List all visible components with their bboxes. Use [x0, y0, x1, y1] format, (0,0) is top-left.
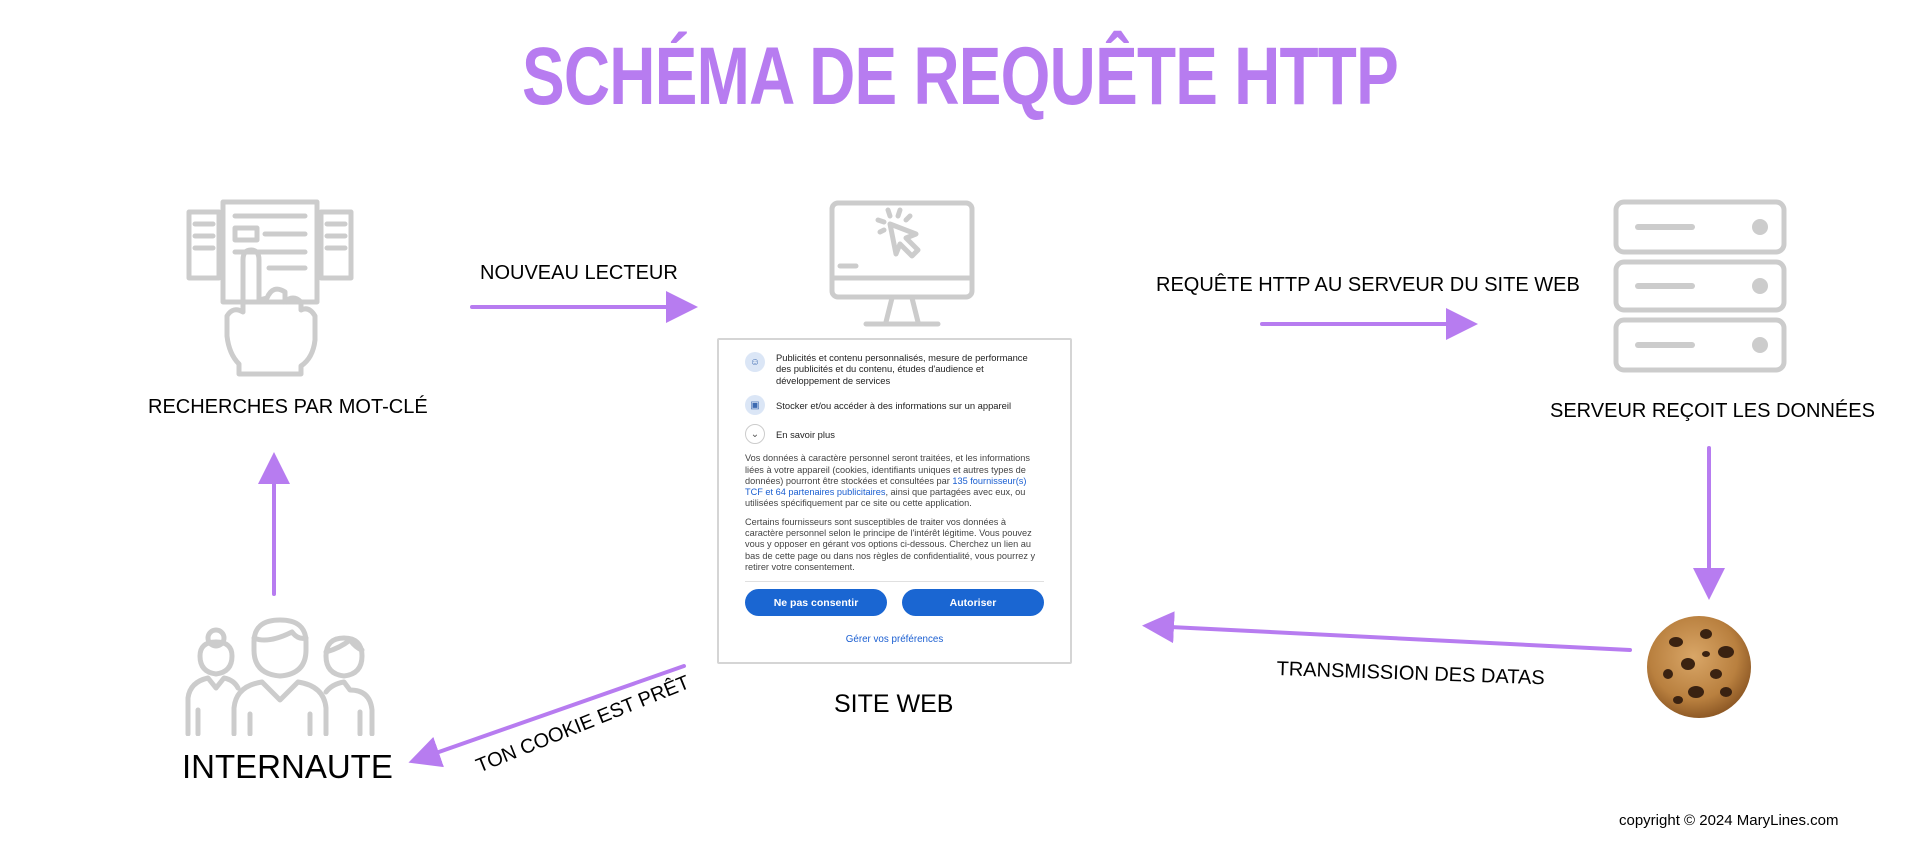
consent-divider [745, 581, 1044, 583]
consent-buttons: Ne pas consentir Autoriser [745, 589, 1044, 617]
learn-more-toggle[interactable]: ⌄ En savoir plus [745, 424, 1044, 445]
node-label-server: SERVEUR REÇOIT LES DONNÉES [1550, 400, 1875, 422]
person-icon: ☺ [745, 352, 765, 372]
manage-preferences-link[interactable]: Gérer vos préférences [845, 634, 944, 646]
node-label-user: INTERNAUTE [182, 748, 393, 785]
copyright-text: copyright © 2024 MaryLines.com [1619, 812, 1839, 829]
arrow-cookie-ready [408, 664, 686, 768]
node-label-site: SITE WEB [834, 690, 954, 718]
consent-paragraph-1-end: , ainsi que partagées avec eux, ou utili… [745, 487, 1026, 509]
vendors-link[interactable]: 135 fournisseur(s) TCF et 64 partenaires… [745, 475, 1027, 498]
accept-button[interactable]: Autoriser [902, 589, 1044, 617]
server-icon [1613, 199, 1787, 373]
edge-label-http-request: REQUÊTE HTTP AU SERVEUR DU SITE WEB [1156, 274, 1580, 296]
cookie-consent-dialog: ☺ Publicités et contenu personnalisés, m… [717, 338, 1072, 664]
computer-click-icon [829, 200, 975, 327]
learn-more-label: En savoir plus [776, 428, 835, 440]
consent-paragraph-1: Vos données à caractère personnel seront… [745, 453, 1044, 509]
consent-purpose-ads-text: Publicités et contenu personnalisés, mes… [776, 352, 1028, 386]
arrow-transmission [1142, 611, 1632, 652]
consent-paragraph-2: Certains fournisseurs sont susceptibles … [745, 516, 1036, 572]
decline-button[interactable]: Ne pas consentir [745, 589, 887, 617]
users-group-icon [185, 617, 375, 736]
consent-purpose-ads: ☺ Publicités et contenu personnalisés, m… [745, 352, 1044, 386]
keyword-search-icon [186, 199, 354, 377]
diagram-title: SCHÉMA DE REQUÊTE HTTP [522, 31, 1399, 122]
consent-purpose-storage-text: Stocker et/ou accéder à des informations… [776, 399, 1012, 411]
cookie-icon [1647, 616, 1751, 718]
device-icon: ▣ [745, 395, 765, 416]
edge-label-new-reader: NOUVEAU LECTEUR [480, 262, 678, 284]
consent-purpose-storage: ▣ Stocker et/ou accéder à des informatio… [745, 395, 1044, 416]
consent-paragraph-1-start: Vos données à caractère personnel seront… [745, 453, 1030, 486]
chevron-down-icon: ⌄ [745, 424, 765, 445]
node-label-search: RECHERCHES PAR MOT-CLÉ [148, 396, 428, 418]
